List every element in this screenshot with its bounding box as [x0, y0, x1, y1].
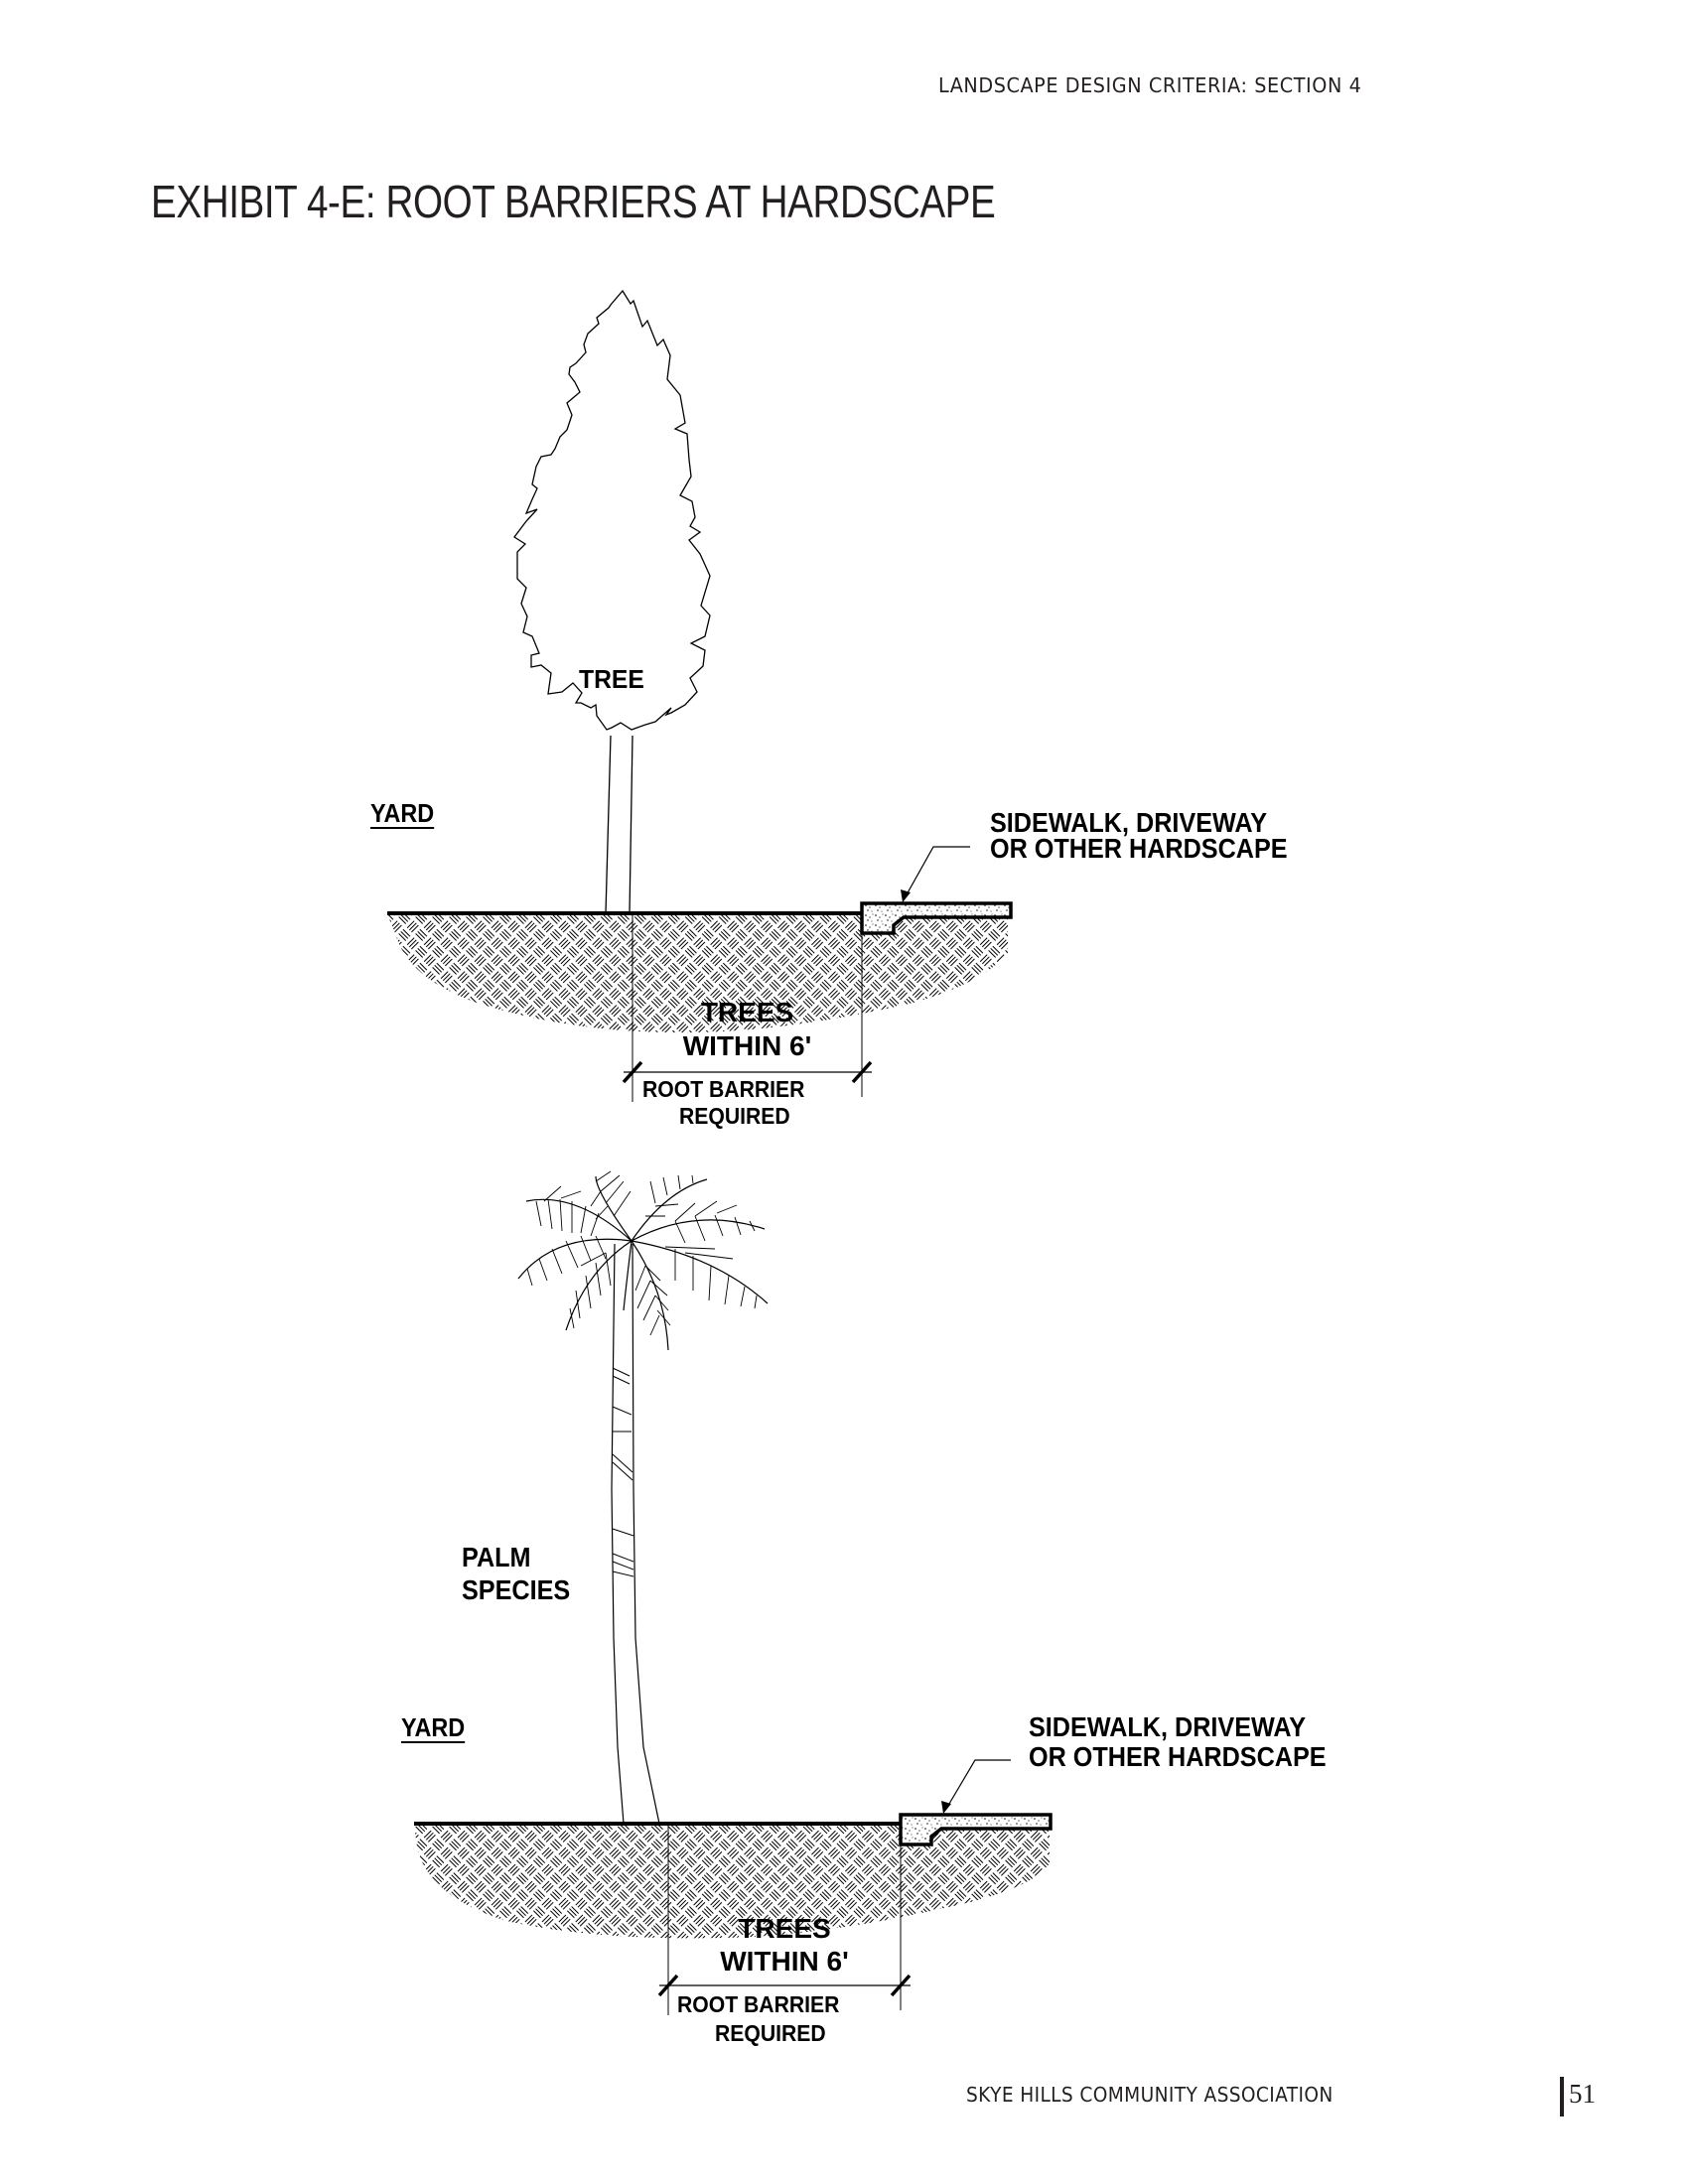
dimension-tick-right — [890, 1974, 912, 1997]
footer-organization: SKYE HILLS COMMUNITY ASSOCIATION — [966, 2083, 1334, 2107]
hardscape-label-line2: OR OTHER HARDSCAPE — [1029, 1741, 1327, 1772]
root-barrier-label-line1: ROOT BARRIER — [642, 1076, 805, 1102]
hardscape-label-line2: OR OTHER HARDSCAPE — [990, 833, 1288, 864]
yard-label: YARD — [401, 1712, 466, 1742]
tree-diagram — [387, 289, 1013, 1102]
hardscape-slab — [899, 1813, 1053, 1846]
root-barrier-label-line1: ROOT BARRIER — [677, 1991, 840, 2017]
dimension-tick-left — [622, 1060, 643, 1084]
palm-leaflets — [526, 1170, 758, 1336]
root-barrier-label-line2: REQUIRED — [715, 2020, 826, 2046]
dimension-label-line1: TREES — [700, 997, 794, 1027]
page-number: 51 — [1569, 2079, 1596, 2109]
palm-trunk-rings — [612, 1367, 634, 1577]
hardscape-label-line1: SIDEWALK, DRIVEWAY — [990, 807, 1268, 838]
exhibit-title: EXHIBIT 4-E: ROOT BARRIERS AT HARDSCAPE — [151, 176, 996, 227]
yard-label: YARD — [370, 798, 435, 828]
tree-trunk — [605, 735, 633, 914]
dimension-tick-right — [851, 1060, 873, 1084]
hardscape-slab — [860, 901, 1013, 935]
section-header: LANDSCAPE DESIGN CRITERIA: SECTION 4 — [938, 73, 1362, 97]
hardscape-leader — [945, 1759, 1011, 1810]
arrow-head-icon — [941, 1801, 951, 1814]
palm-diagram — [414, 1170, 1053, 2015]
tree-label: TREE — [579, 664, 644, 694]
hardscape-label-line1: SIDEWALK, DRIVEWAY — [1029, 1711, 1307, 1742]
dimension-tick-left — [657, 1974, 679, 1997]
arrow-head-icon — [901, 889, 911, 902]
dimension-label-line2: WITHIN 6' — [682, 1030, 812, 1061]
palm-label-line2: SPECIES — [462, 1574, 571, 1605]
tree-crown-icon — [513, 289, 711, 731]
palm-crown-icon — [517, 1175, 769, 1351]
page-number-divider — [1560, 2077, 1564, 2116]
hardscape-leader — [905, 846, 970, 897]
soil-mound — [414, 1825, 1050, 1939]
dimension-label-line2: WITHIN 6' — [720, 1946, 849, 1977]
palm-label-line1: PALM — [462, 1542, 531, 1572]
dimension-label-line1: TREES — [738, 1913, 831, 1944]
soil-mound — [387, 914, 1008, 1033]
root-barrier-label-line2: REQUIRED — [679, 1103, 790, 1129]
palm-trunk — [611, 1243, 660, 1825]
